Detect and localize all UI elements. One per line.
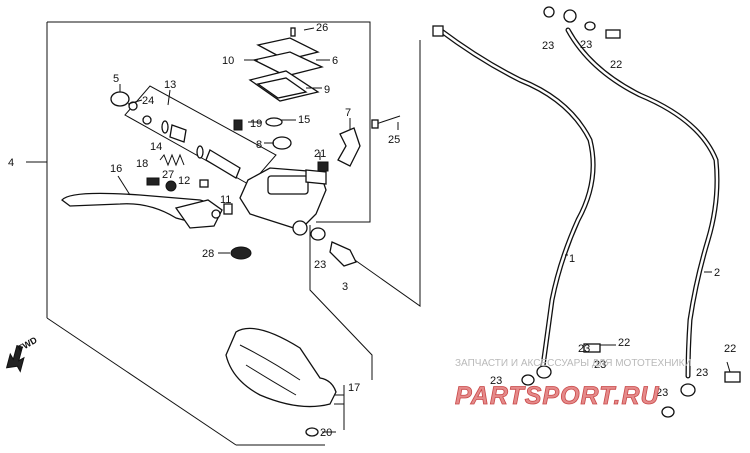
lever-boot [110, 91, 130, 107]
label-17: 17 [348, 382, 360, 394]
pivot-11 [223, 203, 233, 215]
brake-hose-2 [543, 6, 741, 418]
label-27: 27 [162, 169, 174, 181]
label-21: 21 [314, 148, 326, 160]
label-3: 3 [342, 281, 348, 293]
cap-plate [252, 51, 324, 77]
label-22-right: 22 [724, 343, 736, 355]
label-12: 12 [178, 175, 190, 187]
label-23-right: 23 [594, 359, 606, 371]
watermark: ЗАПЧАСТИ И АКСЕССУАРЫ ДЛЯ МОТОТЕХНИКИ PA… [455, 358, 692, 410]
banjo-bolt-3 [329, 241, 357, 267]
brake-hose-1 [432, 25, 596, 386]
label-25: 25 [388, 134, 400, 146]
label-2: 2 [714, 267, 720, 279]
label-9: 9 [324, 84, 330, 96]
label-22-mid: 22 [618, 337, 630, 349]
diaphragm-inner [256, 77, 308, 99]
cap-screw [290, 27, 296, 37]
cap-8 [272, 136, 292, 150]
label-16: 16 [110, 163, 122, 175]
label-23-top-a: 23 [542, 40, 554, 52]
label-23-far-right: 23 [696, 367, 708, 379]
label-23-cylinder: 23 [314, 259, 326, 271]
boot-7 [337, 127, 361, 167]
screw-15 [265, 117, 283, 127]
label-28: 28 [202, 248, 214, 260]
label-23-bottom: 23 [490, 375, 502, 387]
bolt-19 [233, 119, 243, 131]
label-14: 14 [150, 141, 162, 153]
label-6: 6 [332, 55, 338, 67]
spring [159, 153, 185, 167]
bolt-18 [146, 177, 160, 186]
label-11: 11 [220, 194, 231, 206]
label-18: 18 [136, 158, 148, 170]
watermark-caption: ЗАПЧАСТИ И АКСЕССУАРЫ ДЛЯ МОТОТЕХНИКИ [455, 358, 692, 369]
label-23-lower: 23 [656, 387, 668, 399]
label-19: 19 [250, 118, 262, 130]
master-cylinder-body [239, 167, 327, 236]
label-22-top: 22 [610, 59, 622, 71]
part-labels: 26 10 6 9 5 13 24 7 19 15 8 25 21 14 18 … [8, 22, 736, 439]
label-26: 26 [316, 22, 328, 34]
fwd-label: FWD [16, 335, 39, 354]
label-23-mid: 23 [578, 343, 590, 355]
watermark-logo: PARTSPORT.RU [455, 382, 660, 410]
piston-kit [110, 85, 277, 186]
washer-23a [310, 227, 326, 241]
hardware-parts [146, 115, 401, 267]
label-7: 7 [345, 107, 351, 119]
nut-27 [165, 180, 177, 192]
nut-21 [317, 161, 329, 172]
bolt-12 [199, 179, 209, 188]
fwd-arrow-icon: FWD [5, 335, 39, 373]
label-20: 20 [320, 427, 332, 439]
assembly-outline [26, 21, 421, 446]
label-10: 10 [222, 55, 234, 67]
nut-28 [230, 246, 252, 260]
label-1: 1 [569, 253, 575, 265]
label-5: 5 [113, 73, 119, 85]
leader-lines [117, 27, 731, 433]
label-24: 24 [142, 95, 154, 107]
label-4: 4 [8, 157, 14, 169]
label-15: 15 [298, 114, 310, 126]
brake-lever [61, 192, 223, 229]
label-23-top-b: 23 [580, 39, 592, 51]
reservoir-cap-group [248, 27, 324, 102]
bolt-25 [371, 119, 379, 129]
screw-20 [305, 427, 319, 437]
hand-guard [225, 327, 337, 437]
label-13: 13 [164, 79, 176, 91]
label-8: 8 [256, 139, 262, 151]
